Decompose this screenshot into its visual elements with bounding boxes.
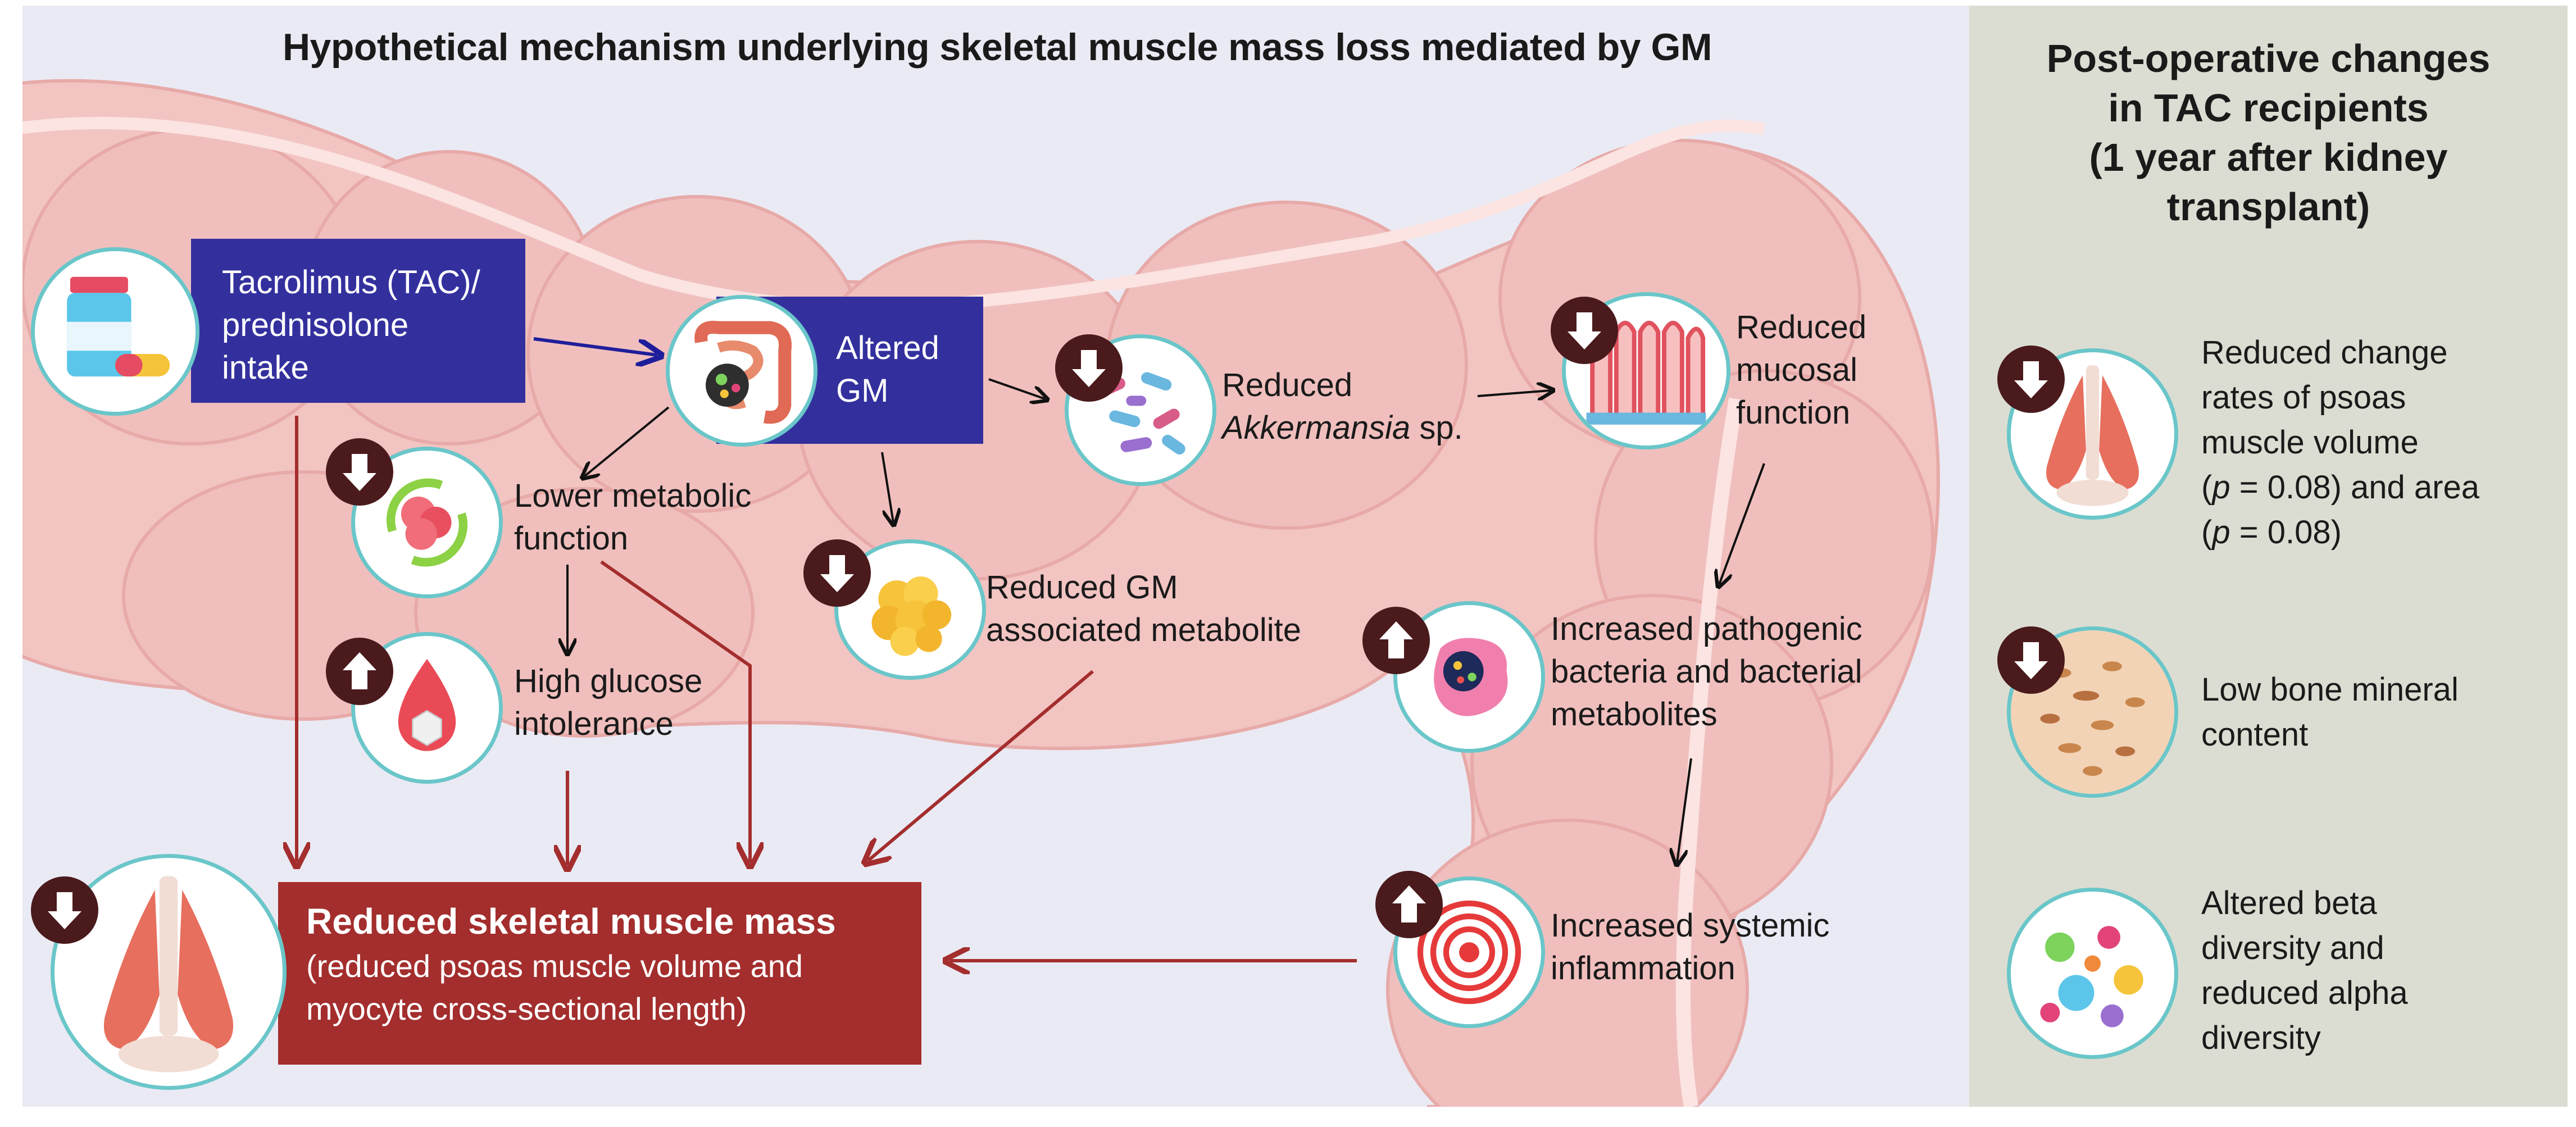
intestine-icon xyxy=(666,295,817,447)
up-arrow-badge xyxy=(326,638,393,705)
side-item-line: Reduced change xyxy=(2201,334,2448,371)
side-title-line: transplant) xyxy=(2166,185,2370,229)
stat-value: = 0.08) and area xyxy=(2230,469,2479,506)
tac-label: Tacrolimus (TAC)/ prednisolone intake xyxy=(222,261,480,389)
mucosal-label: Reduced mucosal function xyxy=(1736,306,1866,434)
inflammation-label-line: inflammation xyxy=(1551,950,1735,987)
metabolic-label-line: function xyxy=(514,520,629,557)
muscle-label: Reduced skeletal muscle mass (reduced ps… xyxy=(306,898,836,1030)
side-item-line: (p = 0.08) xyxy=(2201,510,2479,555)
tac-label-line: intake xyxy=(222,349,309,386)
tac-box xyxy=(191,239,525,403)
side-item-line: diversity xyxy=(2201,1020,2321,1056)
arrow-akk-to-mucosal xyxy=(1477,390,1551,396)
glucose-label: High glucose intolerance xyxy=(514,660,702,746)
side-item-line: (p = 0.08) and area xyxy=(2201,465,2479,510)
side-item-bone-label: Low bone mineral content xyxy=(2201,667,2459,757)
metabolic-label: Lower metabolic function xyxy=(514,475,751,560)
metabolite-label: Reduced GM associated metabolite xyxy=(986,566,1301,652)
metabolite-label-line: associated metabolite xyxy=(986,612,1301,648)
side-item-line: Low bone mineral xyxy=(2201,671,2459,708)
muscle-sub-line: myocyte cross-sectional length) xyxy=(306,991,747,1026)
mucosal-label-line: Reduced xyxy=(1736,309,1867,346)
metabolic-label-line: Lower metabolic xyxy=(514,478,752,514)
inflammation-label-line: Increased systemic xyxy=(1551,907,1830,944)
side-item-line: content xyxy=(2201,716,2309,753)
inflammation-label: Increased systemic inflammation xyxy=(1551,905,1829,990)
arrow-gm-to-metabolite xyxy=(881,452,893,522)
down-arrow-badge xyxy=(1997,346,2065,413)
akk-label-line: Reduced xyxy=(1222,367,1353,403)
metabolite-icon xyxy=(834,539,986,680)
muscle-title: Reduced skeletal muscle mass xyxy=(306,901,836,942)
akk-genus-name: Akkermansia xyxy=(1222,410,1411,446)
side-item-line: Altered beta xyxy=(2201,885,2377,921)
down-arrow-badge xyxy=(1997,626,2065,694)
mucosal-label-line: mucosal xyxy=(1736,352,1857,388)
down-arrow-badge xyxy=(803,539,871,607)
gm-label-line: Altered xyxy=(836,330,939,366)
liver-cycle-icon xyxy=(351,447,503,598)
arrow-tac-to-gm xyxy=(533,337,657,355)
glucose-label-line: High glucose xyxy=(514,663,703,699)
side-item-psoas-label: Reduced change rates of psoas muscle vol… xyxy=(2201,330,2479,555)
villi-icon xyxy=(1562,292,1730,449)
side-item-line: diversity and xyxy=(2201,930,2384,966)
gm-label: Altered GM xyxy=(836,327,939,412)
p-value-symbol: p xyxy=(2212,514,2230,551)
stat-paren: ( xyxy=(2201,469,2212,506)
p-value-symbol: p xyxy=(2212,469,2230,506)
metabolite-label-line: Reduced GM xyxy=(986,569,1178,606)
down-arrow-badge xyxy=(1055,334,1123,402)
akk-label-line: Akkermansia sp. xyxy=(1222,407,1463,449)
medication-icon xyxy=(31,247,199,416)
diagram-title: Hypothetical mechanism underlying skelet… xyxy=(282,26,1712,69)
pathogenic-label-line: Increased pathogenic xyxy=(1551,611,1862,647)
tac-label-line: prednisolone xyxy=(222,307,409,343)
side-item-line: muscle volume xyxy=(2201,424,2419,461)
arrow-gm-to-akk xyxy=(988,378,1045,399)
side-title-line: (1 year after kidney xyxy=(2089,135,2448,179)
side-item-diversity-label: Altered beta diversity and reduced alpha… xyxy=(2201,881,2408,1061)
akk-label: Reduced Akkermansia sp. xyxy=(1222,364,1463,449)
down-arrow-badge xyxy=(326,438,393,506)
up-arrow-badge xyxy=(1375,871,1443,938)
microbes-icon xyxy=(2007,888,2178,1059)
pathogenic-label: Increased pathogenic bacteria and bacter… xyxy=(1551,608,1862,736)
up-arrow-badge xyxy=(1362,607,1430,674)
gm-label-line: GM xyxy=(836,372,889,409)
arrow-metabolic-to-muscle xyxy=(600,560,750,862)
mucosal-label-line: function xyxy=(1736,394,1851,431)
muscle-box xyxy=(278,882,921,1065)
down-arrow-badge xyxy=(1551,297,1618,364)
stat-value: = 0.08) xyxy=(2230,514,2342,551)
arrow-mucosal-to-pathogenic xyxy=(1719,463,1765,584)
akk-species-suffix: sp. xyxy=(1410,410,1463,446)
bone-tissue-icon xyxy=(2007,626,2178,798)
down-arrow-badge xyxy=(31,876,98,944)
arrow-gm-to-metabolic xyxy=(584,406,670,476)
arrow-pathogenic-to-inflammation xyxy=(1677,758,1692,862)
side-title-line: in TAC recipients xyxy=(2108,86,2429,130)
glucose-label-line: intolerance xyxy=(514,706,674,742)
pathogenic-label-line: bacteria and bacterial xyxy=(1551,653,1862,690)
side-panel-title: Post-operative changes in TAC recipients… xyxy=(1969,34,2568,231)
stat-paren: ( xyxy=(2201,514,2212,551)
side-title-line: Post-operative changes xyxy=(2046,37,2491,80)
tac-label-line: Tacrolimus (TAC)/ xyxy=(222,264,480,301)
arrow-metabolite-to-muscle xyxy=(868,670,1094,861)
psoas-muscle-icon xyxy=(51,854,287,1090)
muscle-sub-line: (reduced psoas muscle volume and xyxy=(306,948,803,984)
side-item-line: rates of psoas xyxy=(2201,379,2406,416)
side-item-line: reduced alpha xyxy=(2201,975,2408,1011)
pathogenic-label-line: metabolites xyxy=(1551,696,1718,733)
